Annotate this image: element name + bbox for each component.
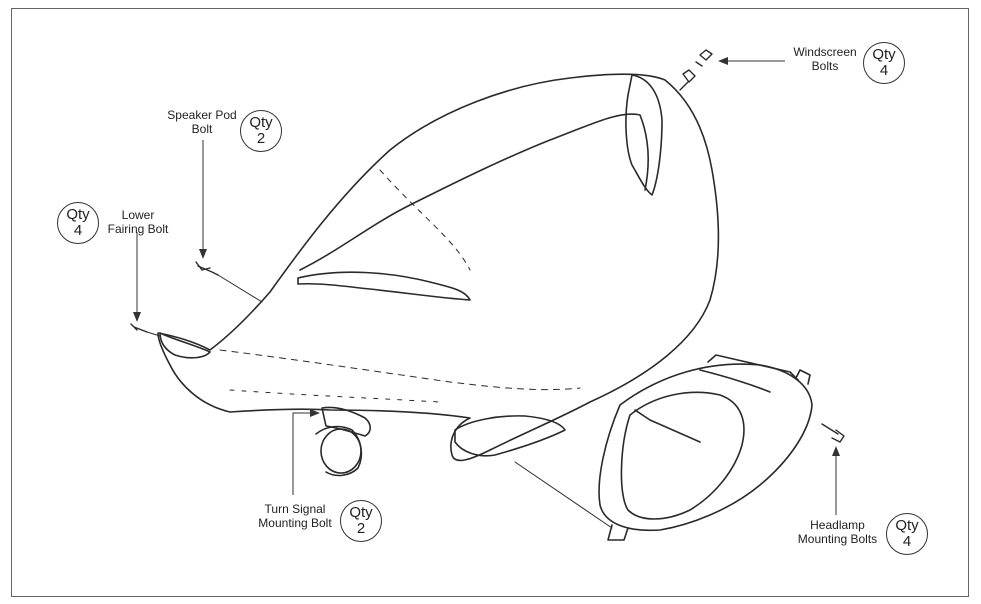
turn-signal-qty-word: Qty — [349, 504, 373, 521]
speaker-pod-qty-word: Qty — [249, 114, 273, 131]
arrowhead-turn-signal — [310, 409, 320, 417]
lower-scoop — [454, 415, 566, 457]
windscreen-lip — [299, 113, 650, 271]
arrow-turn-signal — [292, 412, 315, 495]
windscreen-qty-word: Qty — [872, 46, 896, 63]
windscreen-label-line2: Bolts — [811, 59, 839, 73]
windscreen-label-line1: Windscreen — [793, 45, 857, 59]
fairing-outline — [157, 73, 720, 462]
lower-fairing-label-line1: Lower — [121, 208, 155, 222]
diagram-frame — [11, 8, 969, 597]
fairing-right-ear — [625, 74, 663, 196]
inner-contour — [219, 349, 581, 391]
headlamp-bracket — [634, 354, 799, 443]
inner-contour-2 — [229, 389, 441, 403]
headlamp-body — [598, 363, 813, 532]
headlamp-label-line1: Headlamp — [810, 518, 865, 532]
lower-fairing-qty-word: Qty — [66, 206, 90, 223]
speaker-pod-label-line1: Speaker Pod — [167, 108, 237, 122]
turn-signal-label-line2: Mounting Bolt — [258, 516, 332, 530]
headlamp-qty-value: 4 — [902, 533, 912, 550]
speaker-pod-qty-value: 2 — [256, 130, 266, 147]
headlamp-mount-bolt — [821, 423, 845, 443]
headlamp-lens — [620, 391, 745, 520]
lower-fairing-bolt — [130, 323, 148, 333]
arrowhead-lower-fairing — [133, 312, 141, 322]
headlamp-leader — [514, 461, 613, 529]
windscreen-bolt — [679, 49, 713, 91]
speaker-pod-bolt — [195, 261, 219, 276]
windscreen-qty-value: 4 — [879, 62, 889, 79]
upper-trim — [297, 271, 471, 301]
lower-fairing-bolt-leader — [146, 331, 161, 337]
lower-fairing-qty-value: 4 — [73, 222, 83, 239]
headlamp-tab-top — [795, 369, 811, 385]
turn-signal-mount — [321, 406, 372, 437]
headlamp-label-line2: Mounting Bolts — [797, 532, 878, 546]
speaker-pod-bolt-leader — [217, 274, 263, 303]
turn-signal-label-line1: Turn Signal — [264, 502, 326, 516]
arrowhead-headlamp — [832, 446, 840, 456]
speaker-pod-label-line2: Bolt — [191, 122, 213, 136]
lower-fairing-label-line2: Fairing Bolt — [107, 222, 169, 236]
turn-signal-lamp — [320, 428, 362, 474]
arrowhead-speaker-pod — [199, 249, 207, 259]
inner-contour-3 — [379, 169, 471, 271]
headlamp-qty-word: Qty — [895, 517, 919, 534]
fairing-left-lip — [159, 332, 211, 359]
turn-signal-qty-value: 2 — [356, 520, 366, 537]
headlamp-tab-bottom — [607, 524, 629, 541]
arrowhead-windscreen — [718, 57, 728, 65]
